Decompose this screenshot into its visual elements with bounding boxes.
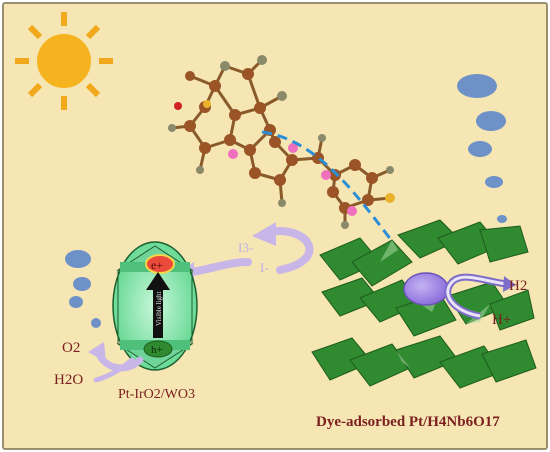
electron-label: e+ xyxy=(151,258,163,272)
bubble xyxy=(65,250,91,268)
triiodide-label: I3- xyxy=(238,240,253,255)
sun-icon xyxy=(15,12,113,110)
visible-light-label: Visible light xyxy=(155,292,163,326)
her-catalyst-label: Dye-adsorbed Pt/H4Nb6O17 xyxy=(316,414,500,430)
iodide-arrow xyxy=(188,258,252,276)
gas-bubbles-left xyxy=(65,250,101,328)
electron-spot xyxy=(145,254,175,274)
bubble xyxy=(468,141,492,157)
hole-spot xyxy=(143,340,173,358)
bubble xyxy=(457,74,497,98)
bubble xyxy=(73,277,91,291)
hole-label: h+ xyxy=(151,344,163,356)
bubble xyxy=(485,176,503,188)
dye-molecule xyxy=(168,55,395,229)
bubble xyxy=(91,318,101,328)
proton-label: H+ xyxy=(492,312,511,328)
iodide-label: I- xyxy=(260,260,269,275)
electron-injection-path xyxy=(261,130,397,246)
bubble xyxy=(476,111,506,131)
oer-catalyst-label: Pt-IrO2/WO3 xyxy=(118,387,195,402)
gas-bubbles-right xyxy=(457,74,507,223)
arrow-head xyxy=(503,276,516,292)
bubble xyxy=(497,215,507,223)
excitation-arrow xyxy=(146,272,170,338)
triiodide-arrow xyxy=(264,227,314,274)
hydrogen-label: H2 xyxy=(509,278,527,294)
water-label: H2O xyxy=(54,372,83,388)
pt-cocatalyst-particle xyxy=(403,272,449,306)
oxygen-label: O2 xyxy=(62,340,80,356)
bubble xyxy=(69,296,83,308)
